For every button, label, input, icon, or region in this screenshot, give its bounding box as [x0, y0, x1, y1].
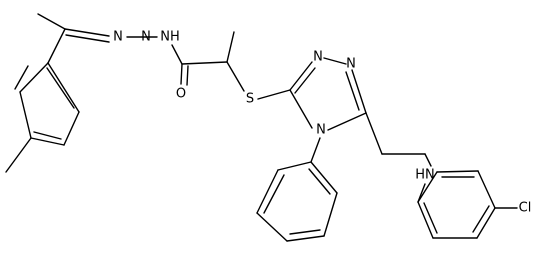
bond: [424, 153, 432, 167]
bond: [181, 61, 228, 65]
bond: [476, 207, 496, 239]
bond: [436, 170, 479, 173]
bond: [327, 112, 367, 131]
bond: [180, 63, 183, 85]
atom-label-chlorine: Cl: [519, 201, 532, 216]
bond: [263, 174, 285, 214]
bond: [310, 161, 338, 194]
bond: [5, 137, 32, 173]
bond: [417, 171, 438, 203]
bond: [46, 67, 75, 109]
atom-labels: N N NH O S N N N HN Cl: [113, 30, 531, 216]
bond: [257, 89, 291, 100]
bond: [289, 89, 313, 129]
bond: [64, 28, 110, 37]
atom-label-hydrazone-n: N: [113, 30, 123, 45]
bond: [19, 62, 49, 93]
bond: [171, 44, 183, 65]
bond: [323, 192, 338, 237]
bond: [345, 71, 360, 111]
bond: [477, 170, 496, 209]
atom-label-hydrazide-n: N: [141, 30, 151, 45]
bond: [472, 205, 490, 233]
bond: [365, 112, 383, 155]
bond: [294, 67, 316, 94]
bond: [289, 61, 313, 91]
bond: [65, 34, 110, 43]
bond: [226, 31, 235, 63]
bond: [63, 111, 80, 146]
atom-label-carbonyl-o: O: [176, 87, 186, 102]
bond: [14, 65, 29, 90]
bond: [33, 131, 62, 140]
bond: [30, 137, 65, 146]
bond: [186, 65, 189, 86]
bond: [308, 168, 331, 195]
bond: [47, 62, 80, 113]
bond: [351, 69, 367, 114]
bond: [310, 137, 321, 163]
atom-label-thioether-s: S: [246, 92, 254, 107]
bond: [417, 201, 434, 239]
atom-label-triazole-n4: N: [316, 123, 326, 138]
atom-label-amine-hn: HN: [415, 168, 435, 183]
bond: [19, 91, 32, 139]
bond: [37, 13, 66, 30]
bond: [256, 169, 279, 214]
bond: [323, 57, 347, 65]
atom-label-triazole-n2: N: [313, 50, 323, 65]
atom-label-amide-nh: NH: [160, 30, 180, 45]
bonds: [5, 13, 518, 242]
bond: [226, 61, 245, 92]
bond: [289, 229, 321, 235]
bond: [286, 235, 325, 242]
bond: [47, 28, 66, 64]
atom-label-triazole-n3: N: [346, 57, 356, 72]
bond: [256, 212, 288, 242]
bond: [277, 161, 312, 171]
bond: [423, 202, 438, 234]
